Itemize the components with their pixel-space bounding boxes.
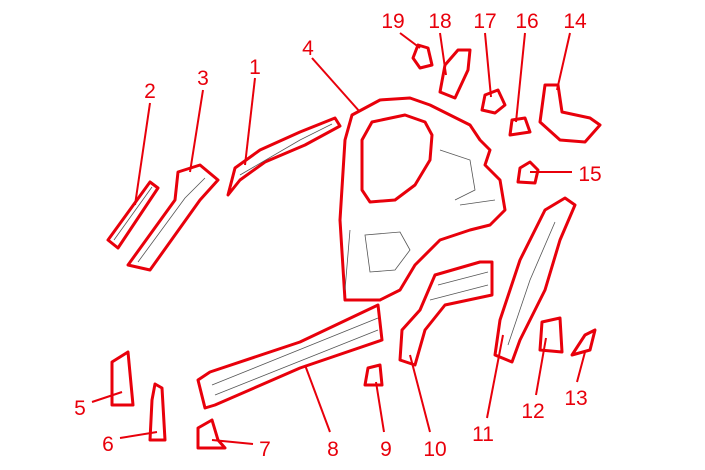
part-3-detail (137, 177, 206, 263)
callout-16: 16 (515, 10, 538, 33)
callout-8: 8 (327, 438, 339, 461)
leader-17 (484, 32, 492, 98)
part-18-extension (438, 48, 472, 100)
leader-18 (439, 32, 447, 76)
part-11-detail (507, 221, 556, 346)
part-6-b-pillar-lower (148, 382, 167, 442)
part-16-bracket (508, 116, 532, 137)
leader-10 (409, 354, 431, 433)
part-8-rocker-panel (196, 303, 384, 410)
leader-9 (375, 381, 385, 433)
callout-4: 4 (302, 37, 314, 60)
callout-3: 3 (197, 67, 209, 90)
leader-3 (189, 89, 204, 173)
callout-1: 1 (249, 56, 261, 79)
callout-2: 2 (144, 80, 156, 103)
part-5-bracket (110, 350, 135, 407)
leader-19 (399, 32, 421, 49)
leader-4 (311, 57, 361, 113)
leader-7 (211, 439, 254, 445)
part-1-roof-rail (226, 116, 342, 197)
leader-6 (119, 431, 158, 439)
part-15-bracket (516, 160, 540, 185)
leader-5 (91, 391, 123, 403)
leader-1 (244, 77, 256, 166)
part-4-door-opening (360, 113, 434, 204)
part-8-detail (211, 317, 379, 396)
callout-6: 6 (102, 433, 114, 456)
part-7-bracket (196, 418, 227, 450)
part-4-detail (344, 149, 496, 291)
part-12-bracket (538, 316, 564, 354)
callout-19: 19 (381, 10, 404, 33)
leader-lines (91, 32, 586, 445)
leader-12 (535, 337, 547, 396)
part-17-bracket (480, 88, 507, 115)
callout-17: 17 (473, 10, 496, 33)
callout-9: 9 (380, 438, 392, 461)
part-13-bracket (570, 328, 597, 357)
parts (106, 43, 602, 450)
callout-15: 15 (578, 163, 601, 186)
part-2-detail (113, 186, 153, 241)
part-14-extension (538, 83, 602, 144)
callout-labels: 1 2 3 4 5 6 7 8 9 10 11 12 13 14 15 16 1… (74, 10, 602, 461)
callout-10: 10 (423, 438, 446, 461)
callout-12: 12 (521, 400, 544, 423)
leader-2 (134, 102, 151, 206)
leader-16 (515, 32, 526, 123)
part-19-bracket (411, 43, 434, 70)
part-10-detail (429, 271, 489, 301)
callout-5: 5 (74, 397, 86, 420)
part-1-detail (239, 123, 333, 176)
leader-11 (486, 334, 504, 419)
callout-7: 7 (259, 438, 271, 461)
part-11-quarter-panel-seal (493, 196, 577, 364)
part-3-a-pillar (126, 163, 220, 272)
callout-18: 18 (428, 10, 451, 33)
callout-14: 14 (563, 10, 587, 33)
callout-11: 11 (472, 423, 494, 446)
part-10-wheelhouse-reinforcement (398, 260, 494, 367)
leader-13 (576, 351, 586, 383)
leader-14 (556, 32, 571, 91)
leader-8 (304, 364, 331, 433)
part-9-bracket (363, 363, 384, 387)
callout-13: 13 (564, 387, 587, 410)
